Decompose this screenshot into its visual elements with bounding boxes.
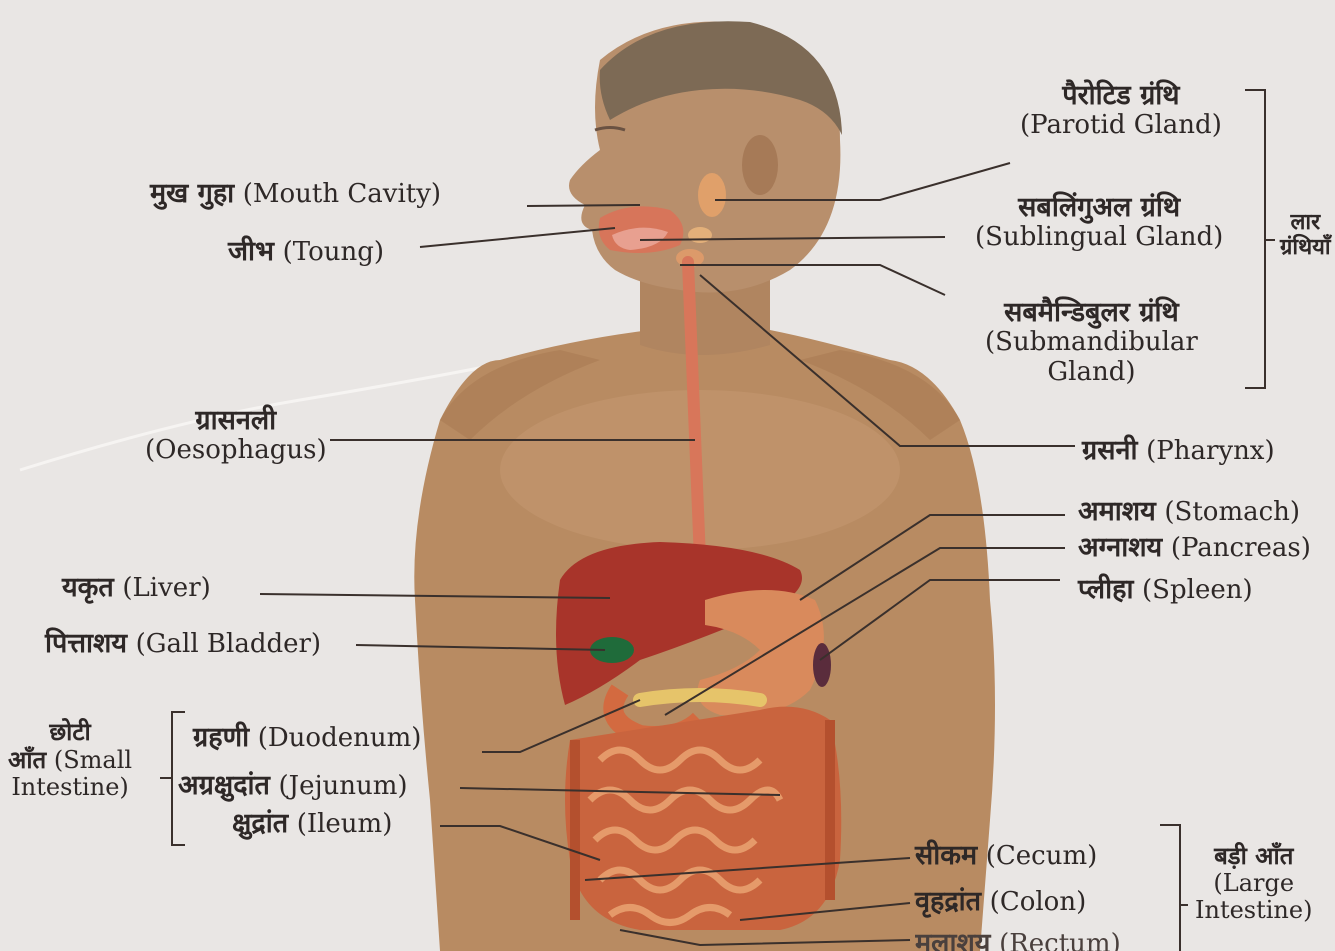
label-parotid: पैरोटिड ग्रंथि (Parotid Gland) <box>1020 80 1222 141</box>
label-small-intestine-en: (Small <box>54 746 132 774</box>
label-salivary-group-hi: लार <box>1280 210 1331 235</box>
label-submandibular-hi: सबमैन्डिबुलर ग्रंथि <box>985 297 1198 328</box>
label-small-intestine-hi2: आँत <box>8 745 46 774</box>
label-salivary-group-hi2: ग्रंथियाँ <box>1280 235 1331 260</box>
parotid-gland-organ <box>698 173 726 217</box>
label-spleen: प्लीहा (Spleen) <box>1078 574 1253 606</box>
label-liver-hi: यकृत <box>62 572 114 603</box>
label-small-intestine: छोटी आँत (Small Intestine) <box>8 718 132 802</box>
label-gall-bladder-hi: पित्ताशय <box>45 628 127 659</box>
label-colon-hi: वृहद्रांत <box>915 886 981 917</box>
label-submandibular-en2: Gland) <box>985 358 1198 388</box>
label-sublingual-hi: सबलिंगुअल ग्रंथि <box>975 192 1223 223</box>
label-parotid-en: (Parotid Gland) <box>1020 111 1222 141</box>
label-pancreas: अग्नाशय (Pancreas) <box>1078 532 1311 564</box>
label-jejunum-hi: अग्रक्षुदांत <box>178 770 270 801</box>
label-small-intestine-line2: आँत (Small <box>8 746 132 775</box>
label-pancreas-hi: अग्नाशय <box>1078 532 1162 563</box>
label-ileum-hi: क्षुद्रांत <box>232 808 288 839</box>
label-gall-bladder: पित्ताशय (Gall Bladder) <box>45 628 321 660</box>
spleen-organ <box>813 643 831 687</box>
label-tongue-hi: जीभ <box>228 236 274 267</box>
label-tongue: जीभ (Toung) <box>228 236 384 268</box>
label-mouth-cavity: मुख गुहा (Mouth Cavity) <box>150 178 441 210</box>
label-small-intestine-en2: Intestine) <box>8 774 132 802</box>
label-spleen-hi: प्लीहा <box>1078 574 1133 605</box>
label-large-intestine-en2: Intestine) <box>1195 897 1312 925</box>
label-cecum-en: (Cecum) <box>986 841 1098 871</box>
label-colon: वृहद्रांत (Colon) <box>915 886 1086 918</box>
leader-mouth-cavity <box>527 205 640 206</box>
label-sublingual: सबलिंगुअल ग्रंथि (Sublingual Gland) <box>975 192 1223 253</box>
label-gall-bladder-en: (Gall Bladder) <box>136 629 321 659</box>
label-stomach: अमाशय (Stomach) <box>1078 496 1300 528</box>
intestines-organ <box>565 707 841 930</box>
label-jejunum: अग्रक्षुदांत (Jejunum) <box>178 770 408 802</box>
label-cecum-hi: सीकम <box>915 840 977 871</box>
label-oesophagus-hi: ग्रासनली <box>145 405 327 436</box>
label-duodenum: ग्रहणी (Duodenum) <box>193 722 421 754</box>
label-small-intestine-hi: छोटी <box>8 718 132 746</box>
label-rectum: मलाशय (Rectum) <box>915 928 1121 951</box>
label-rectum-en: (Rectum) <box>999 929 1121 951</box>
label-submandibular-en: (Submandibular <box>985 328 1198 358</box>
label-pharynx-en: (Pharynx) <box>1146 436 1275 466</box>
label-spleen-en: (Spleen) <box>1142 575 1253 605</box>
label-stomach-en: (Stomach) <box>1164 497 1300 527</box>
label-mouth-cavity-en: (Mouth Cavity) <box>243 179 441 209</box>
label-duodenum-en: (Duodenum) <box>258 723 422 753</box>
label-colon-en: (Colon) <box>990 887 1087 917</box>
label-cecum: सीकम (Cecum) <box>915 840 1097 872</box>
label-oesophagus-en: (Oesophagus) <box>145 436 327 466</box>
label-mouth-cavity-hi: मुख गुहा <box>150 178 234 209</box>
label-jejunum-en: (Jejunum) <box>279 771 408 801</box>
pancreas-organ <box>640 695 760 700</box>
label-pharynx: ग्रसनी (Pharynx) <box>1082 435 1275 467</box>
label-large-intestine-en: (Large <box>1195 870 1312 898</box>
label-ileum-en: (Ileum) <box>297 809 393 839</box>
label-salivary-group: लार ग्रंथियाँ <box>1280 210 1331 261</box>
label-submandibular: सबमैन्डिबुलर ग्रंथि (Submandibular Gland… <box>985 297 1198 388</box>
label-rectum-hi: मलाशय <box>915 928 990 951</box>
sublingual-gland-organ <box>688 227 712 243</box>
label-stomach-hi: अमाशय <box>1078 496 1156 527</box>
label-oesophagus: ग्रासनली (Oesophagus) <box>145 405 327 466</box>
label-tongue-en: (Toung) <box>283 237 384 267</box>
label-pharynx-hi: ग्रसनी <box>1082 435 1137 466</box>
label-liver-en: (Liver) <box>122 573 210 603</box>
label-liver: यकृत (Liver) <box>62 572 211 604</box>
label-pancreas-en: (Pancreas) <box>1171 533 1311 563</box>
label-ileum: क्षुद्रांत (Ileum) <box>232 808 392 840</box>
mouth-cavity-organ <box>599 206 684 253</box>
label-duodenum-hi: ग्रहणी <box>193 722 249 753</box>
label-large-intestine-hi: बड़ी आँत <box>1195 842 1312 870</box>
label-parotid-hi: पैरोटिड ग्रंथि <box>1020 80 1222 111</box>
label-sublingual-en: (Sublingual Gland) <box>975 223 1223 253</box>
label-large-intestine: बड़ी आँत (Large Intestine) <box>1195 842 1312 951</box>
